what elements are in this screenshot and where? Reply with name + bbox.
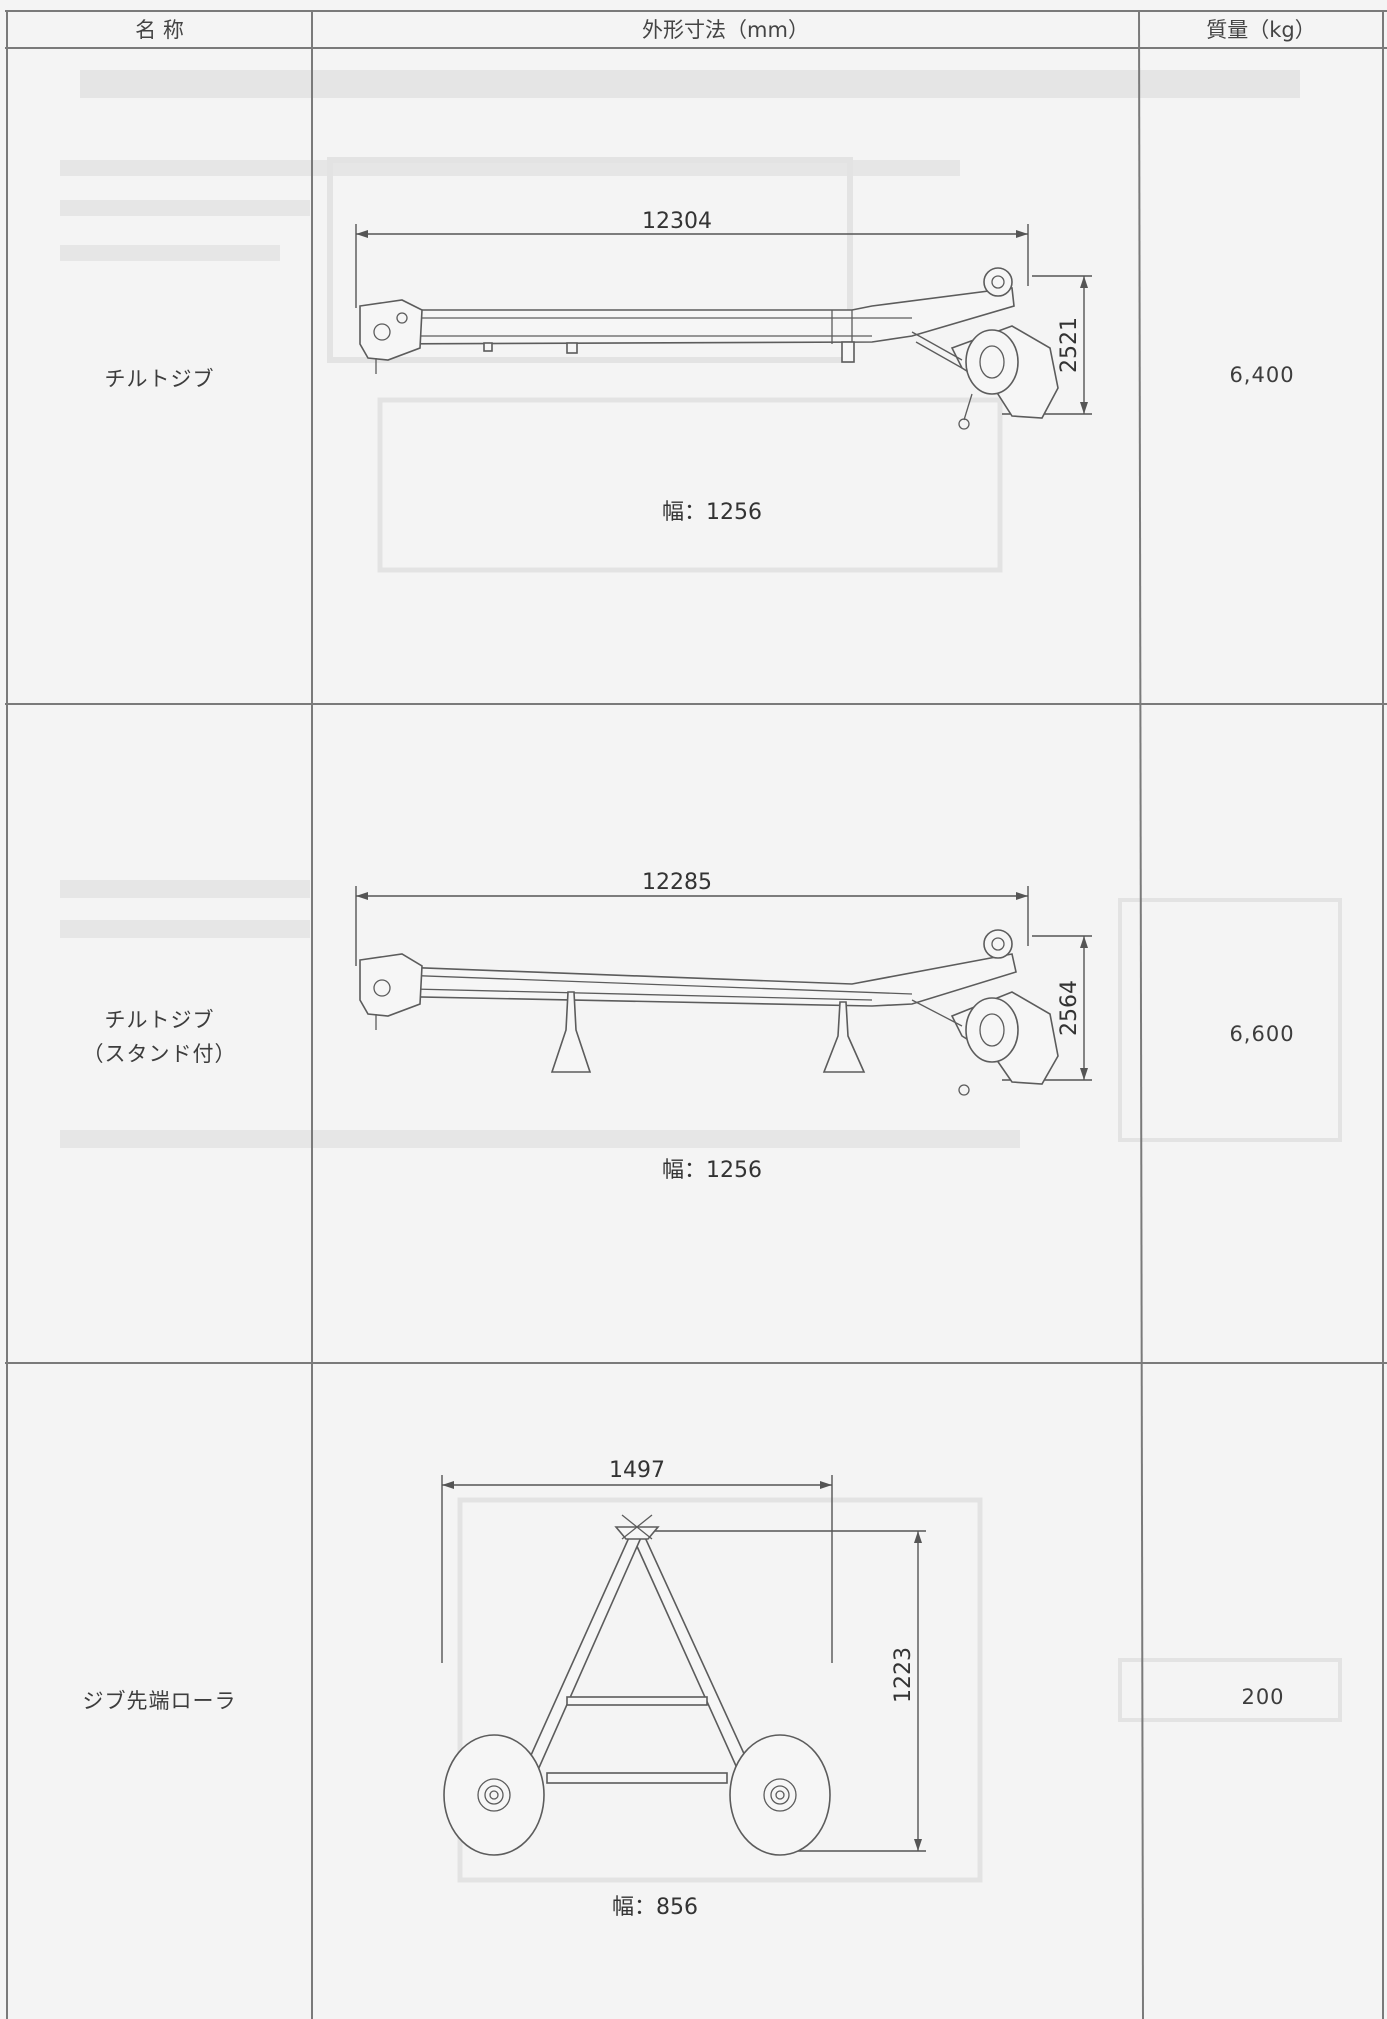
row1-width-label: 幅：1256 [662, 500, 762, 525]
tilt-jib-drawing: 12304 2521 [355, 209, 1092, 430]
header-mass: 質量（kg） [1206, 18, 1316, 42]
height-value: 1223 [891, 1647, 916, 1703]
row3-mass: 200 [1241, 1685, 1285, 1709]
row1-mass: 6,400 [1229, 363, 1295, 387]
row2-mass: 6,600 [1229, 1022, 1295, 1046]
tilt-jib-with-stand-drawing: 12285 2564 [355, 870, 1092, 1096]
row3-name: ジブ先端ローラ [82, 1689, 237, 1713]
row1-name: チルトジブ [104, 367, 215, 391]
row2-width-label: 幅：1256 [662, 1158, 762, 1183]
row2-name-line2: （スタンド付） [82, 1042, 237, 1066]
length-value: 12304 [642, 209, 712, 234]
stand-legs [550, 991, 866, 1073]
length-dimension: 1497 [441, 1458, 833, 1663]
jib-boom [359, 929, 1059, 1096]
a-frame [512, 1514, 764, 1798]
height-value: 2564 [1057, 980, 1082, 1036]
roller-wheels [443, 1734, 831, 1856]
height-dimension: 2521 [1002, 275, 1092, 415]
height-dimension: 1223 [652, 1530, 926, 1852]
jib-tip-roller-drawing: 1497 1223 [441, 1458, 926, 1856]
length-dimension: 12304 [355, 209, 1029, 308]
length-value: 1497 [609, 1458, 665, 1483]
length-dimension: 12285 [355, 870, 1029, 966]
length-value: 12285 [642, 870, 712, 895]
height-value: 2521 [1057, 317, 1082, 373]
header-dimensions: 外形寸法（mm） [642, 18, 809, 42]
header-name: 名 称 [135, 18, 184, 42]
jib-boom [359, 267, 1059, 430]
row3-width-label: 幅：856 [612, 1895, 698, 1920]
row2-name: チルトジブ [104, 1008, 215, 1032]
